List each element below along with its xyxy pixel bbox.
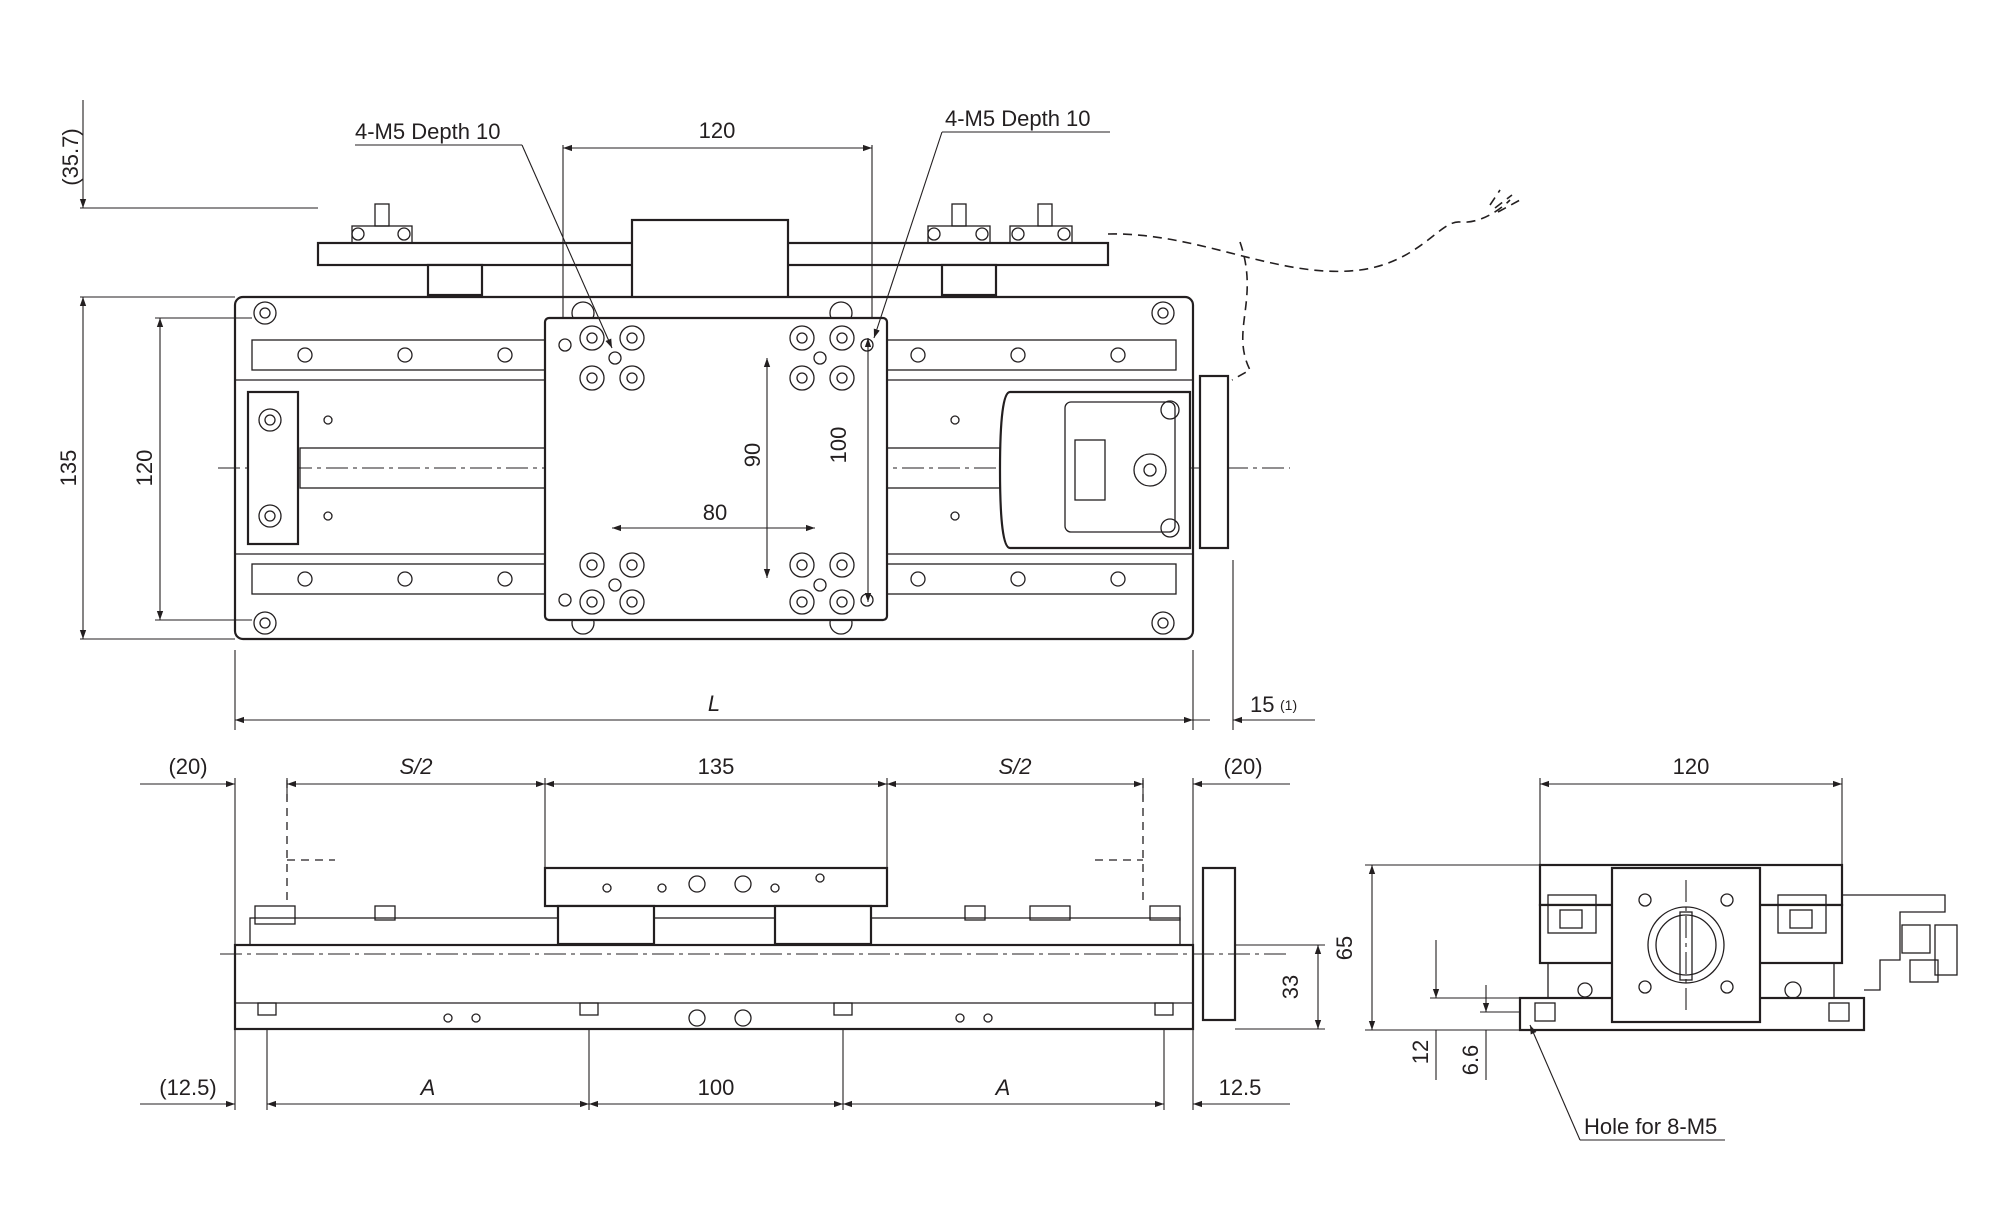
front-base: [233, 943, 1195, 1031]
dim-120-left-label: 120: [132, 450, 157, 487]
dim-90-label: 90: [740, 443, 765, 467]
side-motor-holes: [1638, 893, 1802, 999]
dim-80-label: 80: [703, 500, 727, 525]
dim-100-front-label: 100: [698, 1075, 735, 1100]
dim-s2-left-label: S/2: [399, 754, 432, 779]
dim-A-right-label: A: [994, 1075, 1011, 1100]
motor-flange: [1198, 374, 1230, 550]
side-sensor-block: [1901, 924, 1931, 954]
top-view: 4-M5 Depth 10 4-M5 Depth 10 120 (35.7) 1…: [56, 100, 1521, 730]
left-end-block: [246, 390, 300, 546]
dim-35-7-label: (35.7): [58, 128, 83, 185]
side-guide-right: [1777, 894, 1827, 934]
dim-12-label: 12: [1408, 1040, 1433, 1064]
front-motor-flange: [1201, 866, 1237, 1022]
carriage-table: [543, 316, 889, 622]
callout-left-text: 4-M5 Depth 10: [355, 119, 501, 144]
cable-wire-ends: [1489, 189, 1521, 213]
dim-100-label: 100: [826, 427, 851, 464]
front-table: [543, 866, 889, 908]
dim-A-left-label: A: [419, 1075, 436, 1100]
front-view-dimensions: [140, 778, 1325, 1110]
front-view: (20) S/2 135 S/2 (20) 33 (12.5) A 100 A …: [140, 754, 1325, 1110]
dim-s2-right-label: S/2: [998, 754, 1031, 779]
hole-note-label: Hole for 8-M5: [1584, 1114, 1717, 1139]
dim-12-5-right-label: 12.5: [1219, 1075, 1262, 1100]
dim-15-label: 15: [1250, 692, 1274, 717]
dim-135-label: 135: [56, 450, 81, 487]
side-view-dimensions: [1365, 778, 1843, 1141]
side-guide-left: [1547, 894, 1597, 934]
front-block-right: [773, 904, 873, 946]
dim-L-label: L: [708, 691, 720, 716]
dim-65-label: 65: [1332, 936, 1357, 960]
side-sensor-bracket: [1842, 894, 1946, 991]
table-holes: [558, 325, 874, 615]
dim-20-left-label: (20): [168, 754, 207, 779]
bracket-post-right: [940, 263, 998, 297]
rail-screws: [297, 347, 1126, 587]
dim-6-6-label: 6.6: [1458, 1045, 1483, 1076]
top-view-dimensions: [79, 100, 1315, 730]
bracket-post-left: [426, 263, 484, 297]
dim-120-top-label: 120: [699, 118, 736, 143]
dim-33-label: 33: [1278, 975, 1303, 999]
dim-120-side-label: 120: [1673, 754, 1710, 779]
motor-cover-top: [630, 218, 790, 310]
cable-wire-drop: [1231, 241, 1252, 381]
connector-studs: [351, 203, 1073, 244]
motor-housing: [998, 390, 1192, 550]
dim-12-5-left-label: (12.5): [159, 1075, 216, 1100]
front-block-left: [556, 904, 656, 946]
dim-15-note: (1): [1280, 697, 1297, 713]
cable-wire: [1107, 199, 1511, 273]
callout-right-text: 4-M5 Depth 10: [945, 106, 1091, 131]
dim-135-front-label: 135: [698, 754, 735, 779]
front-holes: [257, 873, 1174, 1027]
dim-20-right-label: (20): [1223, 754, 1262, 779]
side-view: 120 65 12 6.6 Hole for 8-M5: [1332, 754, 1958, 1141]
front-rail: [249, 917, 1181, 946]
